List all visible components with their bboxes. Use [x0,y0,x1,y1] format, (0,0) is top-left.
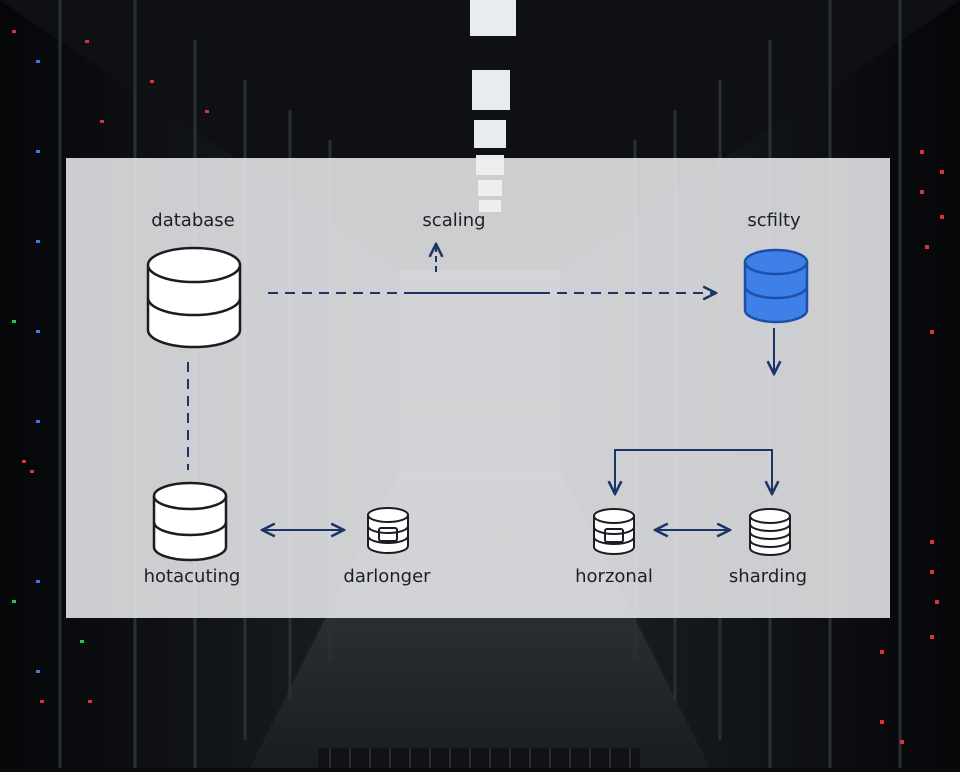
label-sharding: sharding [728,566,808,587]
database-icon-darlonger [367,507,409,554]
database-icon-sharding [749,508,791,556]
database-icon-accent [743,248,809,324]
label-scfilty: scfilty [747,210,801,231]
label-horzonal: horzonal [575,566,653,587]
label-scaling: scaling [422,210,486,231]
database-icon [146,246,242,349]
label-hotacuting: hotacuting [143,566,241,587]
label-darlonger: darlonger [343,566,431,587]
connector-bracket-horzonal-sharding [615,449,772,494]
database-icon-horzonal [593,508,635,555]
label-database: database [151,210,235,231]
database-icon-hotacuting [152,481,228,562]
